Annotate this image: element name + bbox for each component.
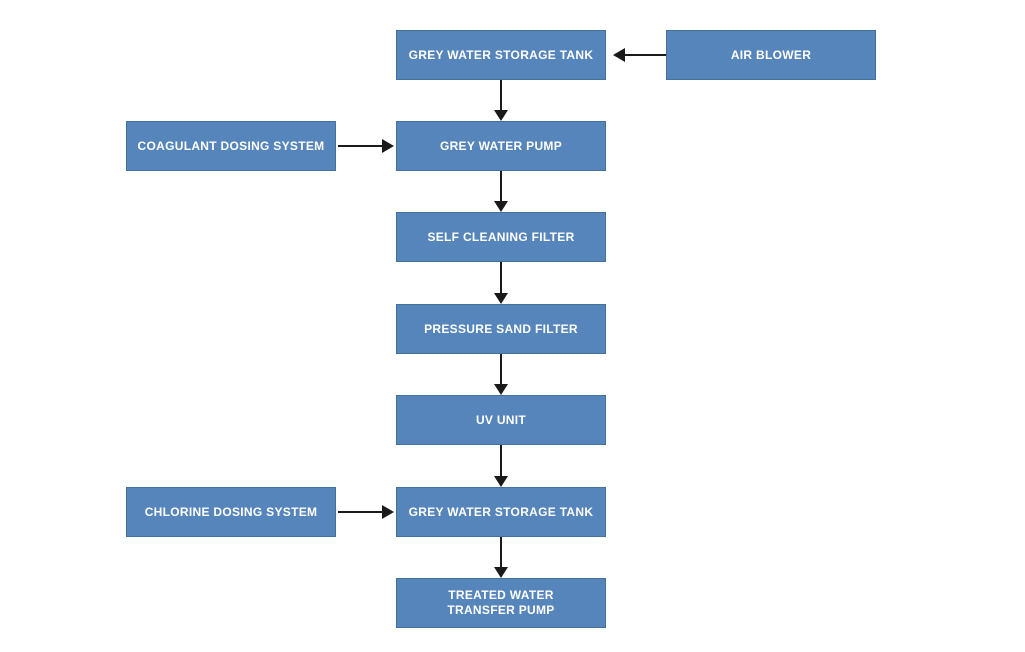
arrow-coagulant-to-pump <box>338 139 394 153</box>
arrow-pressure-sand-to-uv <box>494 354 508 395</box>
node-label: GREY WATER STORAGE TANK <box>408 47 594 62</box>
arrow-storage-tank-to-pump <box>494 80 508 121</box>
node-label: PRESSURE SAND FILTER <box>424 321 578 336</box>
node-label: SELF CLEANING FILTER <box>427 229 575 244</box>
node-grey-water-pump: GREY WATER PUMP <box>396 121 606 171</box>
node-grey-water-storage-tank-2: GREY WATER STORAGE TANK <box>396 487 606 537</box>
node-grey-water-storage-tank-1: GREY WATER STORAGE TANK <box>396 30 606 80</box>
arrow-air-blower-to-storage-tank <box>613 48 666 62</box>
arrow-chlorine-to-storage-tank-2 <box>338 505 394 519</box>
arrow-storage-tank-2-to-transfer-pump <box>494 537 508 578</box>
node-label: COAGULANT DOSING SYSTEM <box>137 138 325 153</box>
node-pressure-sand-filter: PRESSURE SAND FILTER <box>396 304 606 354</box>
node-label: GREY WATER STORAGE TANK <box>408 504 594 519</box>
node-label: UV UNIT <box>475 412 527 427</box>
arrow-pump-to-self-cleaning-filter <box>494 171 508 212</box>
node-chlorine-dosing-system: CHLORINE DOSING SYSTEM <box>126 487 336 537</box>
node-coagulant-dosing-system: COAGULANT DOSING SYSTEM <box>126 121 336 171</box>
node-uv-unit: UV UNIT <box>396 395 606 445</box>
node-treated-water-transfer-pump: TREATED WATER TRANSFER PUMP <box>396 578 606 628</box>
node-label: GREY WATER PUMP <box>439 138 563 153</box>
node-label: CHLORINE DOSING SYSTEM <box>144 504 318 519</box>
arrow-self-cleaning-to-pressure-sand <box>494 262 508 304</box>
node-label: AIR BLOWER <box>730 47 812 62</box>
node-air-blower: AIR BLOWER <box>666 30 876 80</box>
arrow-uv-to-storage-tank-2 <box>494 445 508 487</box>
node-label: TREATED WATER TRANSFER PUMP <box>447 588 555 617</box>
node-self-cleaning-filter: SELF CLEANING FILTER <box>396 212 606 262</box>
